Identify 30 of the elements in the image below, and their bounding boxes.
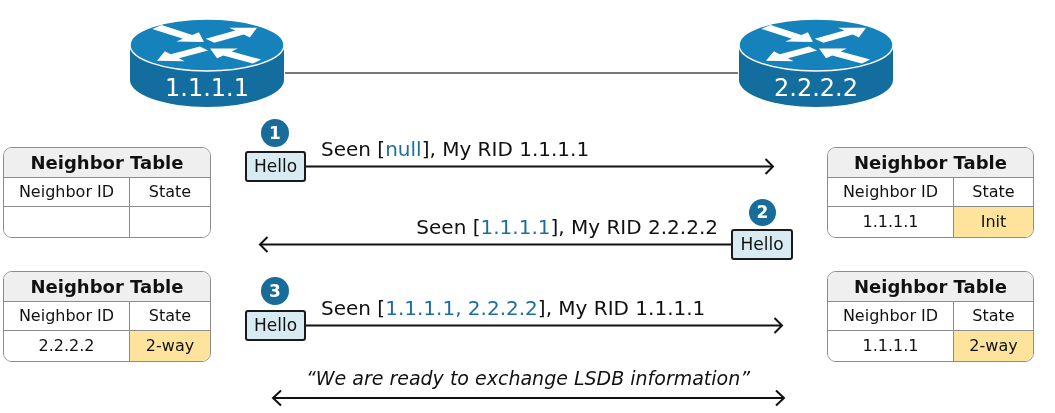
network-link: [284, 72, 739, 74]
state-cell: Init: [954, 206, 1033, 237]
hello-packet: Hello: [731, 229, 793, 260]
neighbor-table: [827, 147, 1034, 238]
router-id: 2.2.2.2: [774, 73, 858, 103]
router: [129, 18, 285, 108]
state-cell: 2-way: [130, 330, 210, 361]
table-cell: 1.1.1.1: [828, 330, 954, 361]
table-title: Neighbor Table: [4, 272, 210, 301]
hello-packet: Hello: [245, 310, 306, 341]
table-title: Neighbor Table: [828, 272, 1033, 301]
neighbor-table: [3, 271, 211, 362]
message-arrow: [305, 317, 783, 334]
message-arrow: [305, 158, 774, 175]
table-cell: 2.2.2.2: [4, 330, 130, 361]
neighbor-table: [3, 147, 211, 238]
state-cell: 2-way: [954, 330, 1033, 361]
table-title: Neighbor Table: [4, 148, 210, 177]
table-cell: 1.1.1.1: [828, 206, 954, 237]
message-arrow: [259, 236, 732, 253]
table-title: Neighbor Table: [828, 148, 1033, 177]
column-header: Neighbor ID: [4, 301, 130, 330]
column-header: Neighbor ID: [828, 177, 954, 206]
column-header: Neighbor ID: [4, 177, 130, 206]
column-header: Neighbor ID: [828, 301, 954, 330]
router: [738, 18, 894, 108]
hello-packet: Hello: [245, 151, 306, 182]
neighbor-table: [827, 271, 1034, 362]
quote-text: “We are ready to exchange LSDB information”: [305, 366, 751, 391]
router-id: 1.1.1.1: [165, 73, 249, 103]
